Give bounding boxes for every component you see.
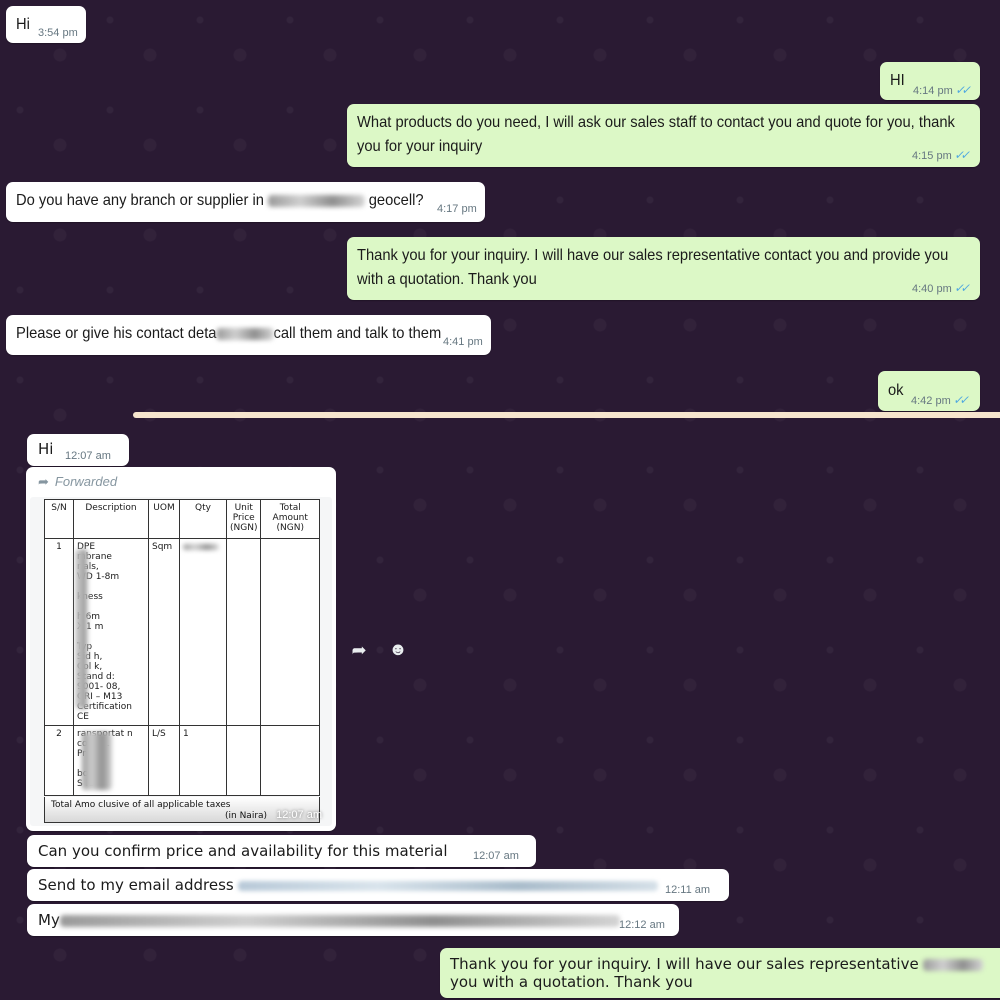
message-time: 4:15 pm✓✓	[912, 148, 969, 162]
redacted-text	[82, 732, 112, 790]
table-cell	[179, 538, 227, 726]
message-time: 3:54 pm	[38, 27, 78, 39]
message-outgoing[interactable]: What products do you need, I will ask ou…	[347, 104, 980, 167]
table-cell: ransportat n co S FL Pr S bo S le	[73, 725, 149, 796]
message-time: 4:14 pm✓✓	[913, 83, 970, 97]
message-time: 12:07 am	[276, 809, 322, 821]
unread-divider	[133, 412, 1000, 418]
message-text: My	[38, 911, 620, 929]
redacted-text	[268, 194, 365, 207]
message-text: Send to my email address	[38, 876, 659, 894]
table-header: Qty	[179, 499, 227, 539]
message-incoming[interactable]: My 12:12 am	[27, 904, 679, 936]
message-time: 4:41 pm	[443, 336, 483, 348]
emoji-icon[interactable]: ☻	[388, 639, 408, 659]
message-outgoing[interactable]: ok 4:42 pm✓✓	[878, 371, 980, 411]
table-cell: 1	[44, 538, 74, 726]
double-check-icon: ✓✓	[952, 393, 968, 407]
share-icon[interactable]: ➦	[351, 640, 367, 660]
redacted-email	[238, 880, 659, 891]
double-check-icon: ✓✓	[953, 148, 969, 162]
footer-text: Total Amo clusive of all applicable taxe…	[51, 800, 231, 810]
table-cell	[225, 725, 262, 796]
redacted-text	[183, 543, 219, 550]
message-time: 4:17 pm	[437, 203, 477, 215]
table-cell: Sqm	[148, 538, 180, 726]
table-cell	[225, 538, 262, 726]
quotation-image[interactable]: S/N Description UOM Qty Unit Price (NGN)…	[30, 497, 332, 826]
forwarded-image-message[interactable]: ➦Forwarded S/N Description UOM Qty Unit …	[26, 467, 336, 831]
double-check-icon: ✓✓	[954, 83, 970, 97]
quotation-table: S/N Description UOM Qty Unit Price (NGN)…	[44, 499, 320, 796]
table-cell: 1	[179, 725, 227, 796]
table-cell: DPE mbrane rials, WD 1-8m kness h 6m X 1…	[73, 538, 149, 726]
message-time: 12:12 am	[619, 919, 665, 931]
table-cell	[260, 725, 320, 796]
table-cell: 2	[44, 725, 74, 796]
forwarded-label: ➦Forwarded	[38, 474, 118, 489]
message-time: 4:40 pm✓✓	[912, 281, 969, 295]
message-time: 4:42 pm✓✓	[911, 393, 968, 407]
message-incoming[interactable]: Do you have any branch or supplier in ge…	[6, 182, 485, 222]
message-incoming[interactable]: Send to my email address 12:11 am	[27, 869, 729, 901]
redacted-text	[216, 327, 274, 340]
forward-arrow-icon: ➦	[38, 474, 49, 489]
message-incoming[interactable]: Hi 3:54 pm	[6, 6, 86, 43]
table-footer: Total Amo clusive of all applicable taxe…	[44, 797, 320, 823]
message-text: Can you confirm price and availability f…	[38, 842, 448, 860]
message-text: What products do you need, I will ask ou…	[357, 114, 959, 155]
message-text: Do you have any branch or supplier in ge…	[16, 192, 424, 209]
redacted-text	[923, 958, 984, 971]
message-outgoing[interactable]: HI 4:14 pm✓✓	[880, 62, 980, 100]
footer-text: (in Naira)	[225, 811, 268, 821]
table-cell: L/S	[148, 725, 180, 796]
message-incoming[interactable]: Hi 12:07 am	[27, 434, 129, 466]
message-text: Thank you for your inquiry. I will have …	[357, 247, 953, 288]
message-text: Hi	[16, 16, 30, 33]
message-time: 12:11 am	[665, 884, 711, 896]
table-header: UOM	[148, 499, 180, 539]
message-outgoing[interactable]: Thank you for your inquiry. I will have …	[347, 237, 980, 300]
message-outgoing[interactable]: Thank you for your inquiry. I will have …	[440, 948, 1000, 998]
redacted-text	[59, 914, 620, 927]
table-header: Total Amount (NGN)	[260, 499, 320, 539]
message-text: Thank you for your inquiry. I will have …	[450, 955, 984, 991]
table-cell	[260, 538, 320, 726]
table-header: Description	[73, 499, 149, 539]
double-check-icon: ✓✓	[953, 281, 969, 295]
message-time: 12:07 am	[65, 450, 111, 462]
message-text: Hi	[38, 440, 54, 458]
redacted-text	[76, 549, 88, 709]
message-time: 12:07 am	[473, 850, 519, 862]
message-text: HI	[890, 72, 905, 89]
message-text: ok	[888, 382, 904, 399]
table-header: Unit Price (NGN)	[225, 499, 262, 539]
table-header: S/N	[44, 499, 74, 539]
message-incoming[interactable]: Can you confirm price and availability f…	[27, 835, 536, 867]
